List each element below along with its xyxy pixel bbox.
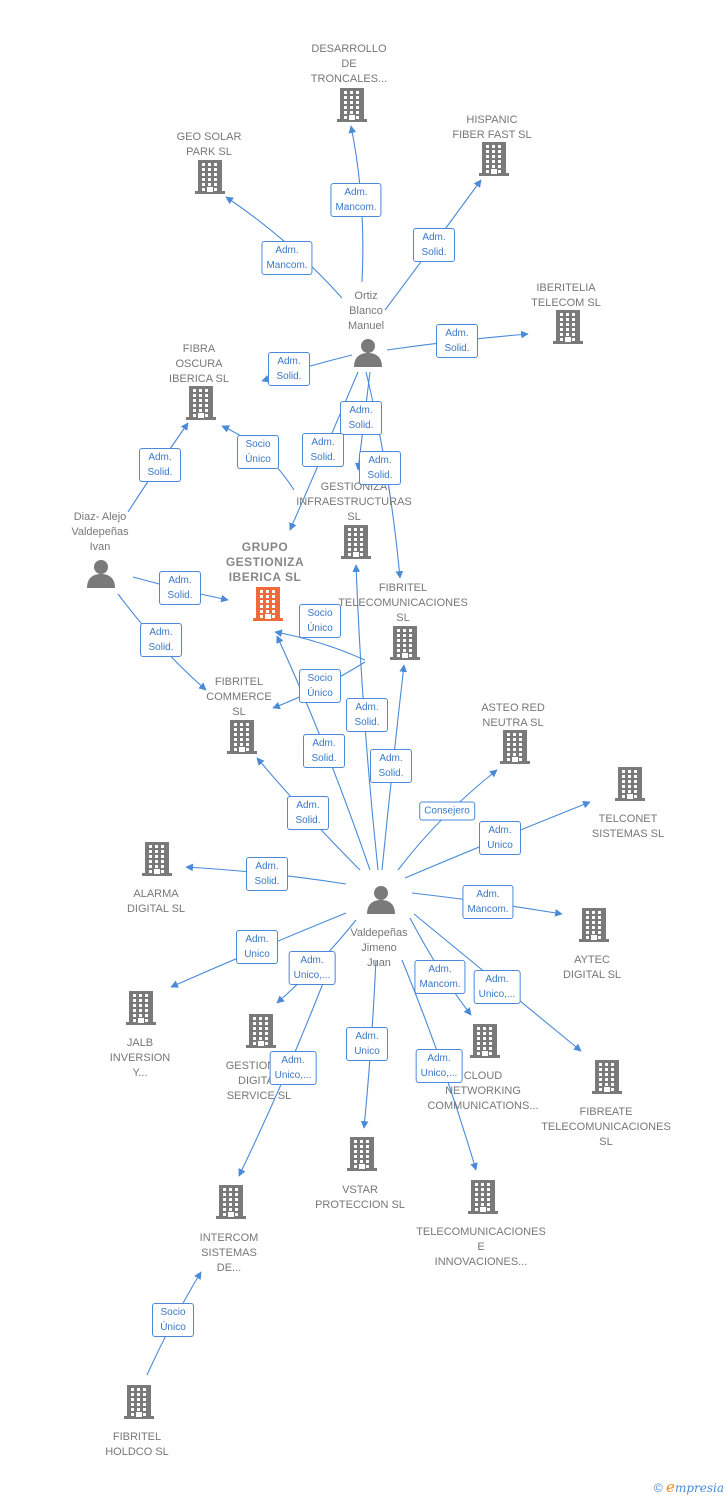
building-icon-desarrollo[interactable] — [337, 86, 367, 127]
building-icon-telconet[interactable] — [615, 765, 645, 806]
edge-label-valdepenas-to-intercom[interactable]: Adm. Unico,... — [269, 1051, 317, 1085]
empresia-logo-text: mpresia — [674, 1481, 724, 1495]
edge-label-valdepenas-to-cloud[interactable]: Adm. Mancom. — [414, 960, 466, 994]
node-label-fibritel-com[interactable]: FIBRITEL COMMERCE SL — [206, 676, 272, 718]
node-label-iberitelia[interactable]: IBERITELIA TELECOM SL — [531, 282, 601, 309]
brand-footer[interactable]: © empresia — [654, 1478, 724, 1496]
node-label-desarrollo[interactable]: DESARROLLO DE TRONCALES... — [310, 43, 388, 85]
node-label-telecomunicaciones-e[interactable]: TELECOMUNICACIONES E INNOVACIONES... — [416, 1226, 546, 1268]
node-label-valdepenas[interactable]: Valdepeñas Jimeno Juan — [350, 927, 408, 969]
edge-label-valdepenas-to-grupo[interactable]: Adm. Solid. — [303, 734, 345, 768]
node-label-asteo[interactable]: ASTEO RED NEUTRA SL — [481, 702, 545, 729]
edge-label-ortiz-to-iberitelia[interactable]: Adm. Solid. — [436, 324, 478, 358]
building-icon-fibritel-tel[interactable] — [390, 624, 420, 665]
node-label-vstar[interactable]: VSTAR PROTECCION SL — [315, 1184, 405, 1211]
node-label-hispanic[interactable]: HISPANIC FIBER FAST SL — [452, 114, 532, 141]
building-icon-fibritel-holdco[interactable] — [124, 1383, 154, 1424]
edge-label-valdepenas-to-gestioniza-dig[interactable]: Adm. Unico,... — [288, 951, 336, 985]
edge-label-valdepenas-to-asteo[interactable]: Consejero — [419, 801, 475, 821]
building-icon-gestioniza-inf[interactable] — [341, 523, 371, 564]
node-label-diaz[interactable]: Diaz- Alejo Valdepeñas Ivan — [71, 511, 129, 553]
person-icon-ortiz[interactable] — [353, 337, 383, 372]
edge-label-valdepenas-to-aytec[interactable]: Adm. Mancom. — [462, 885, 514, 919]
edge-label-ortiz-to-hispanic[interactable]: Adm. Solid. — [413, 228, 455, 262]
node-label-fibreate[interactable]: FIBREATE TELECOMUNICACIONES SL — [541, 1106, 671, 1148]
edge-label-valdepenas-to-vstar[interactable]: Adm. Unico — [346, 1027, 388, 1061]
edge-label-diaz-to-grupo[interactable]: Adm. Solid. — [159, 571, 201, 605]
building-icon-cloud[interactable] — [470, 1022, 500, 1063]
edge-label-valdepenas-to-telconet[interactable]: Adm. Unico — [479, 821, 521, 855]
building-icon-telecomunicaciones-e[interactable] — [468, 1178, 498, 1219]
building-icon-fibritel-com[interactable] — [227, 718, 257, 759]
edge-label-diaz-to-fibraoscura[interactable]: Adm. Solid. — [139, 448, 181, 482]
building-icon-intercom[interactable] — [216, 1183, 246, 1224]
edge-label-ortiz-to-grupo[interactable]: Adm. Solid. — [302, 433, 344, 467]
node-label-telconet[interactable]: TELCONET SISTEMAS SL — [591, 813, 665, 840]
edge-label-ortiz-to-desarrollo[interactable]: Adm. Mancom. — [330, 183, 382, 217]
building-icon-vstar[interactable] — [347, 1135, 377, 1176]
edge-label-fibritel-tel-to-grupo[interactable]: Socio Único — [299, 604, 341, 638]
building-icon-alarma[interactable] — [142, 840, 172, 881]
building-icon-fibraoscura[interactable] — [186, 384, 216, 425]
node-label-fibraoscura[interactable]: FIBRA OSCURA IBERICA SL — [169, 343, 229, 385]
edge-label-valdepenas-to-jalb[interactable]: Adm. Unico — [236, 930, 278, 964]
building-icon-aytec[interactable] — [579, 906, 609, 947]
node-label-fibritel-holdco[interactable]: FIBRITEL HOLDCO SL — [105, 1431, 169, 1458]
building-icon-grupo[interactable] — [253, 585, 283, 626]
edge-label-valdepenas-to-fibritel-tel[interactable]: Adm. Solid. — [370, 749, 412, 783]
edge-label-gestioniza-inf-to-fibraoscura[interactable]: Socio Único — [237, 435, 279, 469]
building-icon-hispanic[interactable] — [479, 140, 509, 181]
edge-label-valdepenas-to-fibreate[interactable]: Adm. Unico,... — [473, 970, 521, 1004]
building-icon-asteo[interactable] — [500, 728, 530, 769]
edge-label-fibritel-holdco-to-intercom[interactable]: Socio Único — [152, 1303, 194, 1337]
building-icon-fibreate[interactable] — [592, 1058, 622, 1099]
node-label-fibritel-tel[interactable]: FIBRITEL TELECOMUNICACIONES SL — [338, 582, 468, 624]
edge-label-ortiz-to-geosolar[interactable]: Adm. Mancom. — [261, 241, 313, 275]
edge-label-valdepenas-to-alarma[interactable]: Adm. Solid. — [246, 857, 288, 891]
empresia-logo-e: e — [666, 1478, 675, 1496]
edge-label-valdepenas-to-telecomunicaciones-e[interactable]: Adm. Unico,... — [415, 1049, 463, 1083]
building-icon-iberitelia[interactable] — [553, 308, 583, 349]
node-label-jalb[interactable]: JALB INVERSION Y... — [109, 1037, 171, 1079]
edge-label-valdepenas-to-gestioniza-inf[interactable]: Adm. Solid. — [346, 698, 388, 732]
node-label-aytec[interactable]: AYTEC DIGITAL SL — [562, 954, 622, 981]
node-label-gestioniza-inf[interactable]: GESTIONIZA INFRAESTRUCTURAS SL — [296, 481, 412, 523]
edge-label-ortiz-to-fibraoscura[interactable]: Adm. Solid. — [268, 352, 310, 386]
edge-label-ortiz-to-gestioniza-inf[interactable]: Adm. Solid. — [340, 401, 382, 435]
node-label-intercom[interactable]: INTERCOM SISTEMAS DE... — [199, 1232, 259, 1274]
person-icon-valdepenas[interactable] — [366, 884, 396, 919]
node-label-cloud[interactable]: CLOUD NETWORKING COMMUNICATIONS... — [427, 1070, 539, 1112]
edge-label-ortiz-to-fibritel-tel[interactable]: Adm. Solid. — [359, 451, 401, 485]
edge-label-valdepenas-to-fibritel-com[interactable]: Adm. Solid. — [287, 796, 329, 830]
node-label-ortiz[interactable]: Ortiz Blanco Manuel — [347, 290, 385, 332]
copyright-icon: © — [653, 1481, 663, 1495]
person-icon-diaz[interactable] — [86, 558, 116, 593]
node-label-grupo[interactable]: GRUPO GESTIONIZA IBERICA SL — [225, 540, 305, 584]
edge-label-fibritel-tel-to-fibritel-com[interactable]: Socio Único — [299, 669, 341, 703]
building-icon-jalb[interactable] — [126, 989, 156, 1030]
node-label-alarma[interactable]: ALARMA DIGITAL SL — [126, 888, 186, 915]
node-label-geosolar[interactable]: GEO SOLAR PARK SL — [176, 131, 242, 158]
building-icon-gestioniza-dig[interactable] — [246, 1012, 276, 1053]
edge-label-diaz-to-fibritel-com[interactable]: Adm. Solid. — [140, 623, 182, 657]
building-icon-geosolar[interactable] — [195, 158, 225, 199]
edge-fibritel-tel-to-grupo — [274, 629, 366, 661]
